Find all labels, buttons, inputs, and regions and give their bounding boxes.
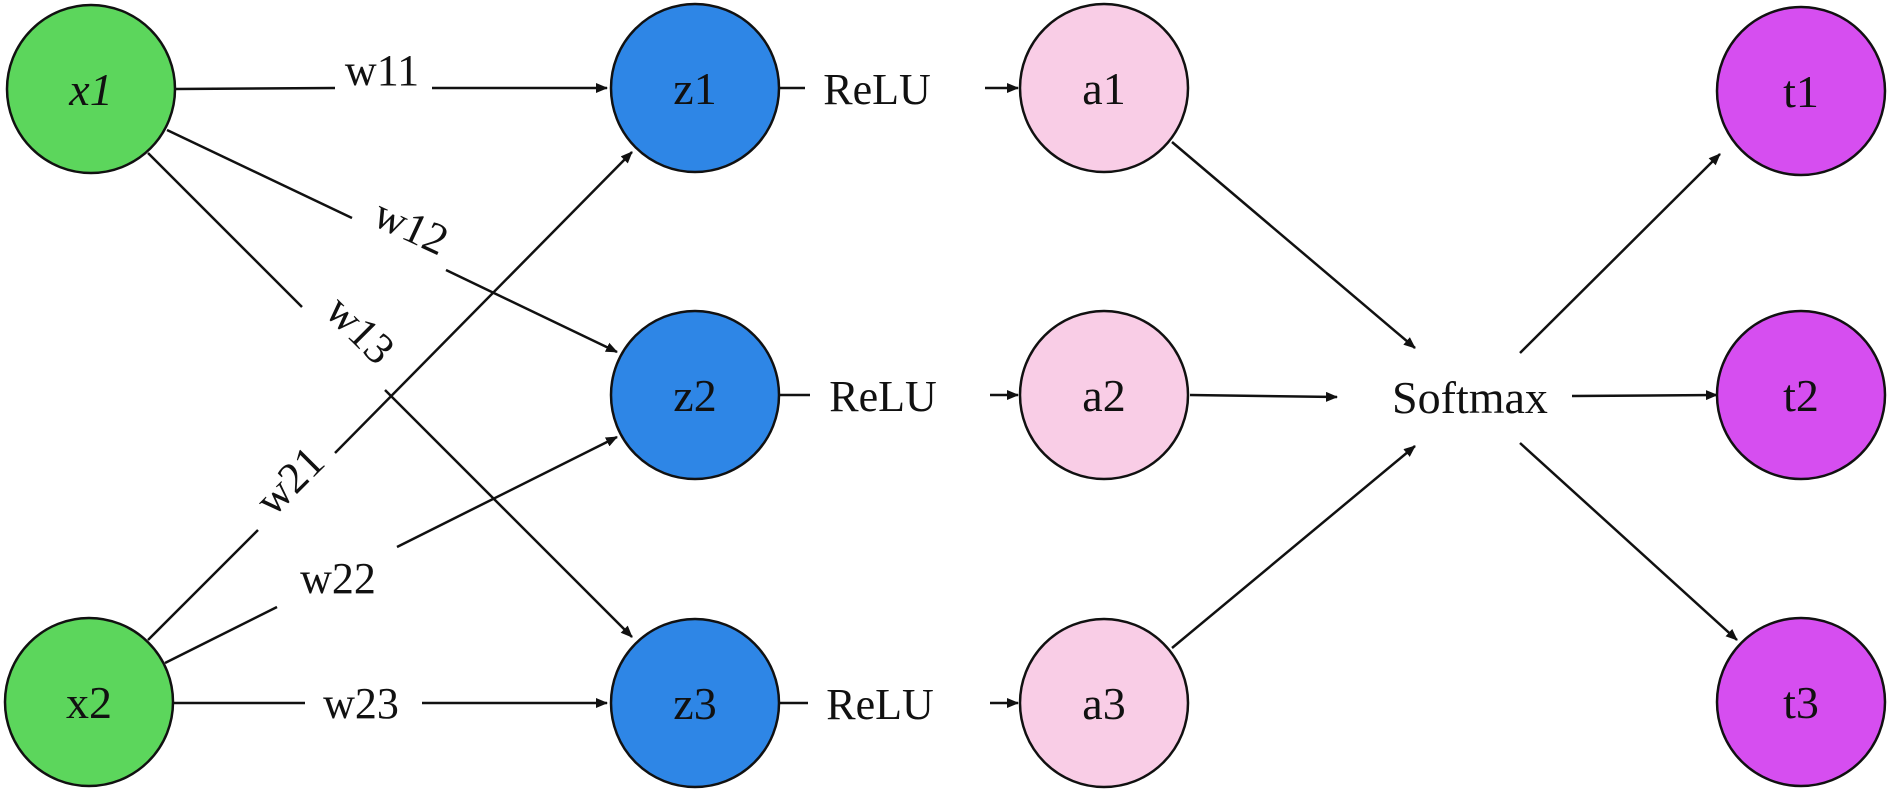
output-node-t3: t3 (1715, 616, 1887, 788)
weight-label-w22: w22 (300, 554, 376, 603)
hidden-node-z2-circle (609, 309, 781, 481)
output-node-t2-circle (1715, 309, 1887, 481)
activation-node-a1-circle (1018, 2, 1190, 174)
output-node-t1: t1 (1715, 5, 1887, 177)
edge-z3-a3: ReLU (780, 680, 1019, 729)
output-node-t1-circle (1715, 5, 1887, 177)
hidden-node-z2-label: z2 (673, 370, 716, 421)
activation-node-a2-circle (1018, 309, 1190, 481)
edge-z2-a2: ReLU (780, 372, 1019, 421)
hidden-node-z1-label: z1 (673, 63, 716, 114)
hidden-node-z3-label: z3 (673, 678, 716, 729)
output-node-t1-label: t1 (1783, 66, 1819, 117)
hidden-node-z1: z1 (609, 2, 781, 174)
activation-node-a3-label: a3 (1082, 678, 1125, 729)
input-node-x1: x1 (5, 3, 177, 175)
activation-node-a2: a2 (1018, 309, 1190, 481)
output-node-t2: t2 (1715, 309, 1887, 481)
hidden-node-z1-circle (609, 2, 781, 174)
activation-node-a3: a3 (1018, 617, 1190, 789)
edge-softmax-t2 (1571, 390, 1718, 401)
weight-label-w21: w21 (246, 437, 334, 525)
edge-softmax-t3 (1519, 442, 1738, 641)
edge-a3-softmax (1171, 445, 1416, 649)
edge-x1-z1: w11 (174, 46, 608, 95)
weight-label-w11: w11 (345, 46, 419, 95)
hidden-node-z3: z3 (609, 617, 781, 789)
input-node-x2-circle (3, 616, 175, 788)
edge-x2-z2: w22 (164, 435, 618, 665)
relu-label-2: ReLU (829, 372, 937, 421)
output-node-t3-circle (1715, 616, 1887, 788)
softmax-label: Softmax (1392, 372, 1548, 423)
weight-label-w23: w23 (323, 679, 399, 728)
relu-label-1: ReLU (823, 65, 931, 114)
input-node-x1-label: x1 (68, 64, 112, 115)
edge-a2-softmax (1189, 391, 1338, 402)
weight-label-w12: w12 (366, 189, 455, 265)
activation-node-a1: a1 (1018, 2, 1190, 174)
edge-softmax-t1 (1519, 153, 1721, 354)
input-node-x2: x2 (3, 616, 175, 788)
edge-z1-a1: ReLU (780, 65, 1019, 114)
activation-node-a3-circle (1018, 617, 1190, 789)
hidden-node-z3-circle (609, 617, 781, 789)
output-node-t2-label: t2 (1783, 370, 1819, 421)
edge-x2-z3: w23 (173, 679, 608, 728)
input-node-x1-circle (5, 3, 177, 175)
activation-node-a1-label: a1 (1082, 63, 1125, 114)
weight-label-w13: w13 (316, 286, 404, 374)
output-node-t3-label: t3 (1783, 677, 1819, 728)
hidden-node-z2: z2 (609, 309, 781, 481)
input-node-x2-label: x2 (66, 677, 112, 728)
activation-node-a2-label: a2 (1082, 370, 1125, 421)
edge-a1-softmax (1171, 141, 1416, 349)
relu-label-3: ReLU (826, 680, 934, 729)
